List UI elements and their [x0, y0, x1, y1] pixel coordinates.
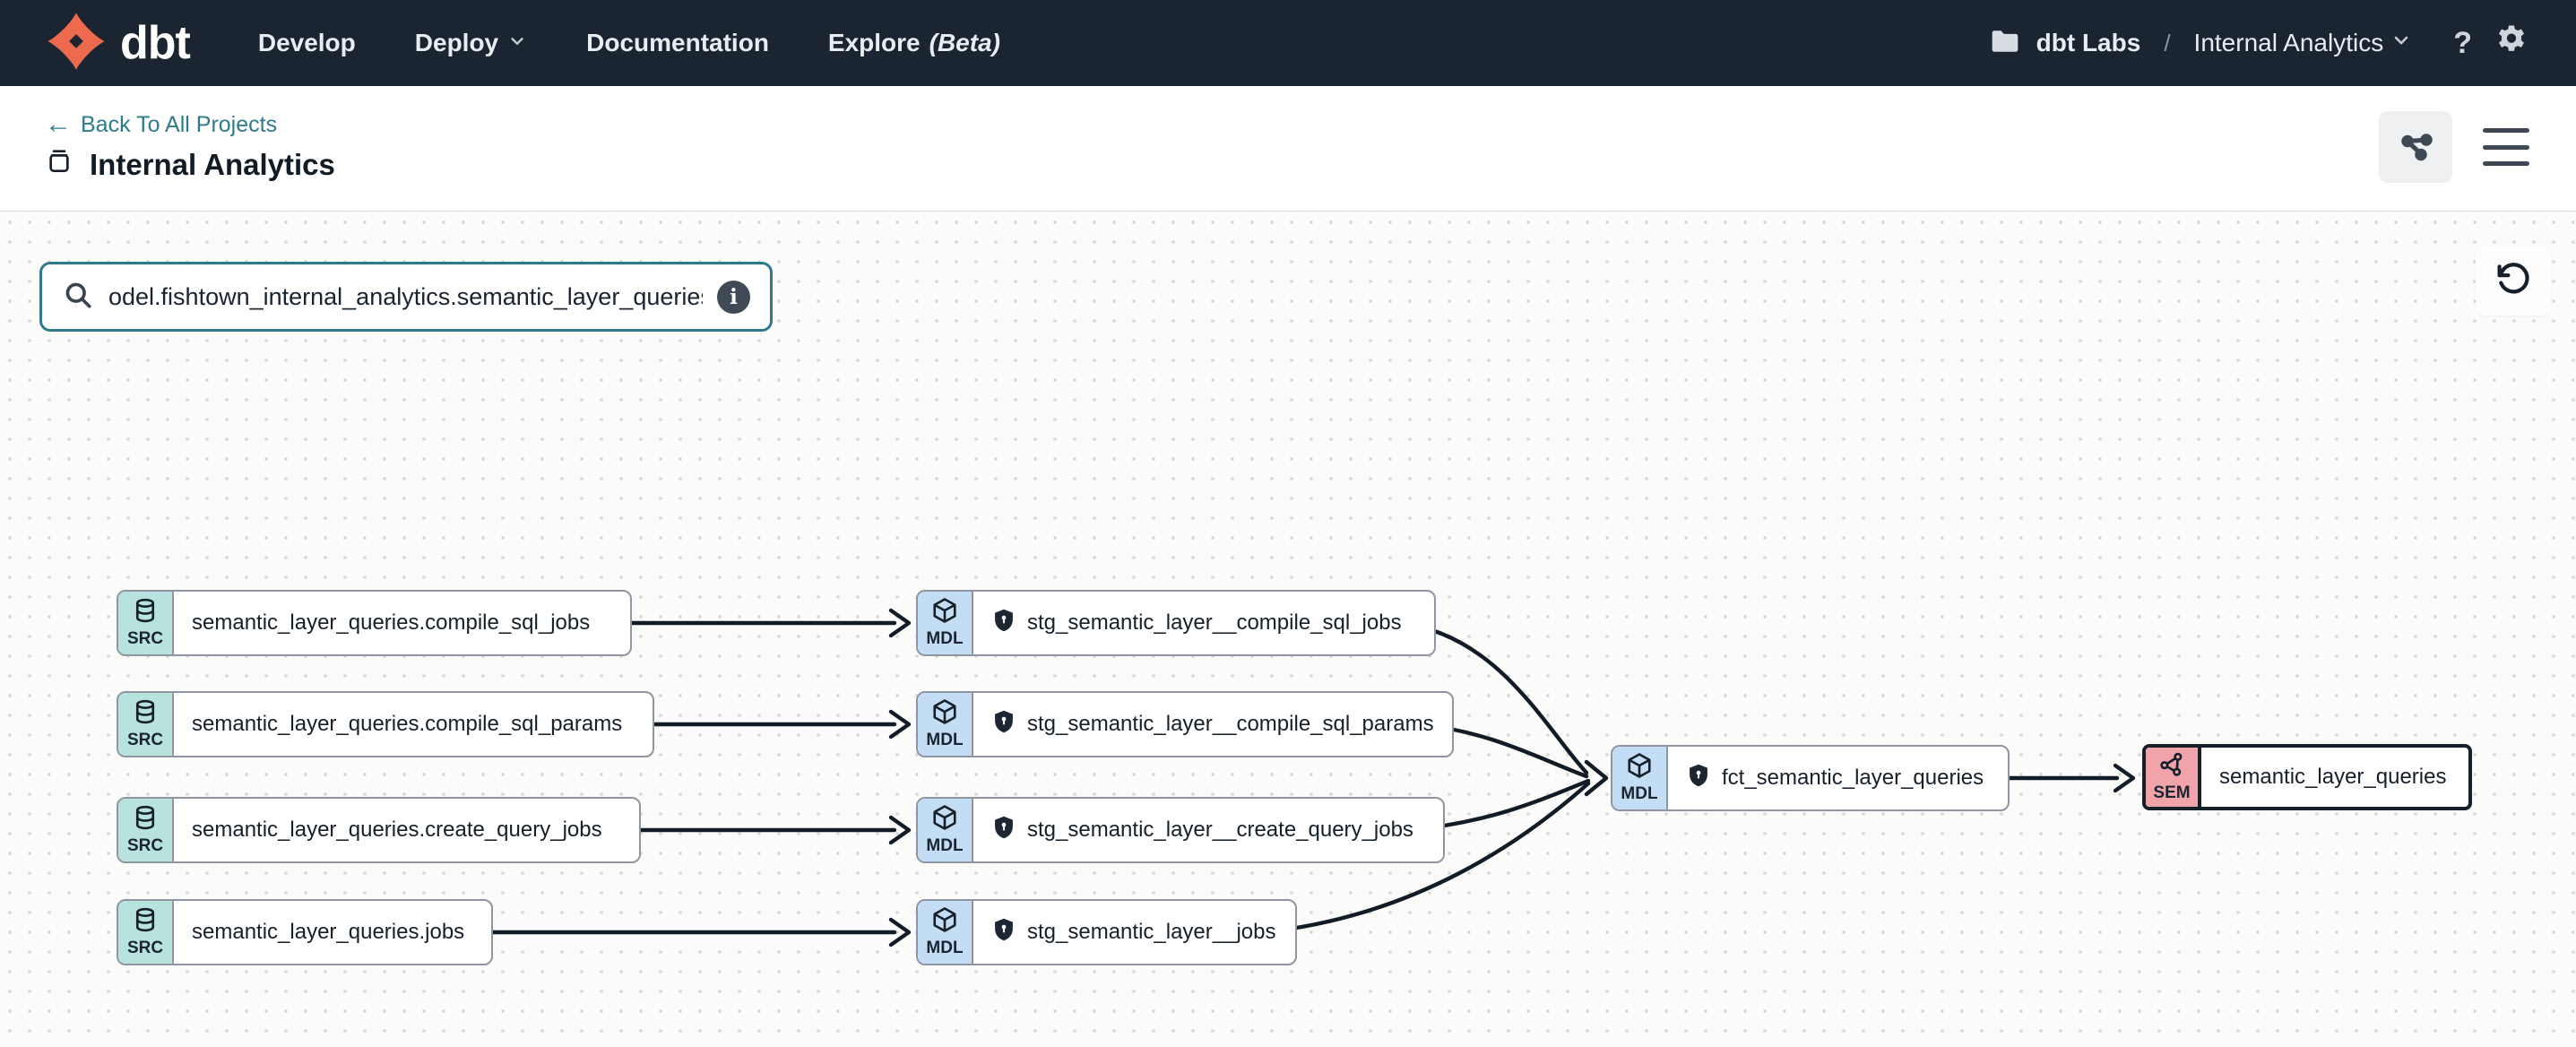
graph-node-source[interactable]: SRC semantic_layer_queries.compile_sql_j… — [117, 590, 632, 656]
account-org[interactable]: dbt Labs — [2036, 29, 2141, 56]
database-icon — [132, 597, 159, 628]
mdl-badge: MDL — [918, 799, 973, 861]
nav-item-documentation[interactable]: Documentation — [586, 29, 769, 56]
database-icon — [132, 906, 159, 938]
help-icon[interactable]: ? — [2453, 25, 2472, 60]
nav-item-explore[interactable]: Explore (Beta) — [827, 29, 1000, 56]
database-icon — [132, 698, 159, 730]
node-label: stg_semantic_layer__compile_sql_jobs — [1027, 610, 1402, 635]
graph-node-model[interactable]: MDL stg_semantic_layer__jobs — [916, 899, 1297, 965]
shield-icon — [991, 917, 1016, 948]
search-input[interactable]: odel.fishtown_internal_analytics.semanti… — [108, 282, 703, 310]
src-badge: SRC — [118, 799, 174, 861]
search-icon — [62, 279, 94, 316]
src-badge: SRC — [118, 901, 174, 964]
settings-gear-icon[interactable] — [2494, 23, 2529, 64]
shield-icon — [1686, 763, 1711, 794]
semantic-model-icon — [2158, 751, 2185, 783]
graph-node-source[interactable]: SRC semantic_layer_queries.jobs — [117, 899, 493, 965]
dbt-logo[interactable]: dbt — [47, 12, 191, 75]
breadcrumb-separator: / — [2164, 29, 2171, 56]
shield-icon — [991, 608, 1016, 639]
hamburger-menu-button[interactable] — [2483, 126, 2529, 168]
chevron-down-icon — [2390, 29, 2412, 57]
lineage-view-button[interactable] — [2379, 111, 2452, 183]
nav-menu: Develop Deploy Documentation Explore (Be… — [258, 29, 1000, 57]
back-to-projects-link[interactable]: ← Back To All Projects — [45, 109, 278, 139]
lineage-search-bar: odel.fishtown_internal_analytics.semanti… — [39, 262, 773, 332]
graph-node-model[interactable]: MDL fct_semantic_layer_queries — [1611, 745, 2010, 811]
database-icon — [132, 804, 159, 835]
cube-icon — [931, 804, 958, 835]
nav-item-develop[interactable]: Develop — [257, 29, 356, 56]
header-buttons — [2379, 111, 2529, 183]
project-icon — [45, 147, 73, 183]
src-badge: SRC — [118, 693, 174, 756]
mdl-badge: MDL — [1612, 747, 1668, 809]
graph-node-model[interactable]: MDL stg_semantic_layer__compile_sql_para… — [916, 691, 1454, 757]
graph-node-semantic-selected[interactable]: SEM semantic_layer_queries — [2142, 744, 2472, 810]
node-label: semantic_layer_queries.jobs — [192, 920, 465, 944]
chevron-down-icon — [507, 29, 527, 57]
back-arrow-icon: ← — [45, 109, 72, 139]
graph-node-source[interactable]: SRC semantic_layer_queries.create_query_… — [117, 797, 641, 863]
node-label: stg_semantic_layer__jobs — [1027, 920, 1276, 944]
page-title: Internal Analytics — [45, 147, 335, 183]
node-label: fct_semantic_layer_queries — [1722, 766, 1984, 790]
rotate-ccw-icon — [2494, 260, 2532, 302]
node-label: semantic_layer_queries.compile_sql_param… — [192, 712, 623, 736]
node-label: stg_semantic_layer__create_query_jobs — [1027, 818, 1413, 842]
info-icon[interactable]: i — [717, 280, 750, 314]
lineage-icon — [2397, 126, 2434, 169]
shield-icon — [991, 709, 1016, 740]
node-label: semantic_layer_queries.create_query_jobs — [192, 818, 602, 842]
cube-icon — [931, 906, 958, 938]
explore-beta-tag: (Beta) — [929, 29, 1000, 56]
cube-icon — [931, 698, 958, 730]
mdl-badge: MDL — [918, 592, 973, 654]
dbt-logo-icon — [47, 12, 106, 75]
folder-icon — [1990, 28, 2020, 59]
cube-icon — [931, 597, 958, 628]
src-badge: SRC — [118, 592, 174, 654]
dbt-logo-word: dbt — [120, 17, 191, 69]
mdl-badge: MDL — [918, 693, 973, 756]
project-switcher[interactable]: Internal Analytics — [2194, 29, 2413, 57]
graph-node-model[interactable]: MDL stg_semantic_layer__compile_sql_jobs — [916, 590, 1436, 656]
nav-item-deploy[interactable]: Deploy — [415, 29, 527, 57]
node-label: stg_semantic_layer__compile_sql_params — [1027, 712, 1434, 736]
node-label: semantic_layer_queries — [2219, 765, 2447, 789]
shield-icon — [991, 815, 1016, 846]
nav-account-area: dbt Labs / Internal Analytics ? — [1990, 23, 2529, 64]
mdl-badge: MDL — [918, 901, 973, 964]
page-header: ← Back To All Projects Internal Analytic… — [0, 86, 2576, 212]
cube-icon — [1626, 752, 1653, 783]
sem-badge: SEM — [2146, 748, 2201, 807]
node-label: semantic_layer_queries.compile_sql_jobs — [192, 610, 591, 635]
graph-node-model[interactable]: MDL stg_semantic_layer__create_query_job… — [916, 797, 1445, 863]
graph-node-source[interactable]: SRC semantic_layer_queries.compile_sql_p… — [117, 691, 654, 757]
top-nav: dbt Develop Deploy Documentation Explore… — [0, 0, 2576, 86]
reset-view-button[interactable] — [2476, 246, 2551, 316]
